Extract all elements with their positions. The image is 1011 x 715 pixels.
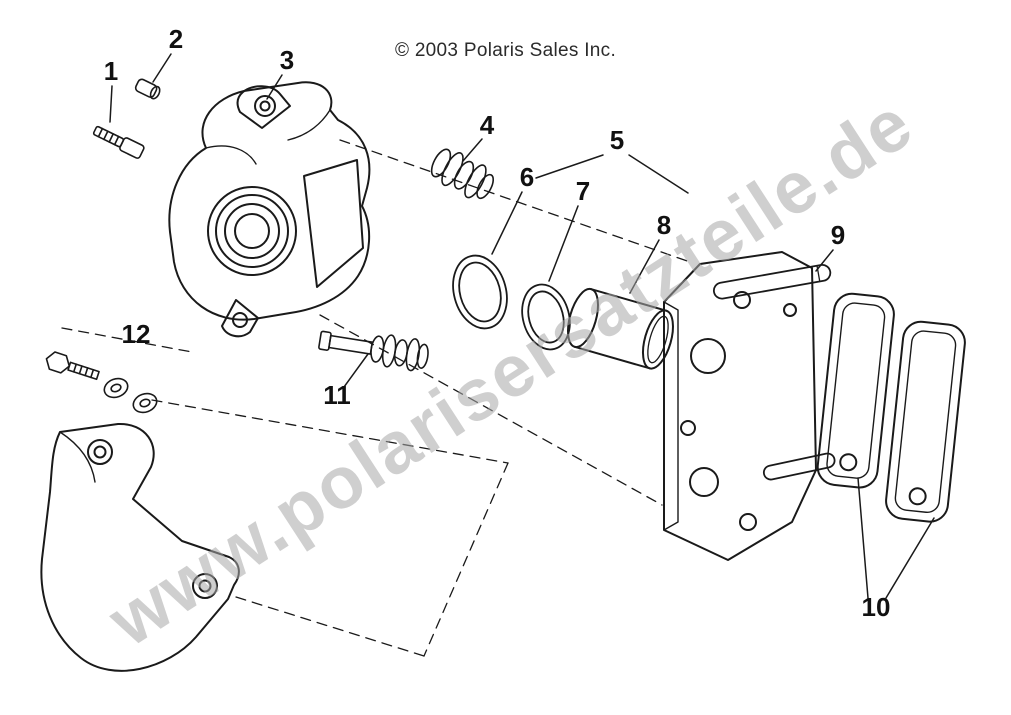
o-ring-icon bbox=[452, 254, 508, 330]
callout-12: 12 bbox=[122, 319, 151, 349]
washer-icon bbox=[103, 377, 129, 399]
piston-seal-icon bbox=[521, 283, 571, 351]
leader-lines bbox=[109, 53, 935, 599]
callout-11: 11 bbox=[323, 380, 351, 410]
callout-6: 6 bbox=[520, 162, 534, 192]
bracket-bolt-icon bbox=[45, 351, 100, 381]
brake-pad-outer-icon bbox=[885, 320, 966, 523]
mounting-pin-upper-icon bbox=[712, 263, 832, 300]
copyright-notice: © 2003 Polaris Sales Inc. bbox=[394, 40, 617, 61]
callout-2: 2 bbox=[169, 24, 183, 54]
callout-9: 9 bbox=[831, 220, 845, 250]
callout-7: 7 bbox=[576, 176, 590, 206]
guide-pin-boot-icon bbox=[318, 330, 429, 372]
mounting-bracket-icon bbox=[663, 251, 817, 561]
callout-3: 3 bbox=[280, 45, 294, 75]
mounting-pin-lower-icon bbox=[762, 452, 836, 481]
callout-10: 10 bbox=[862, 592, 891, 622]
callout-labels: 1 2 3 4 5 6 7 8 9 10 11 12 bbox=[104, 24, 891, 622]
pin-bolt-icon bbox=[92, 125, 145, 159]
callout-4: 4 bbox=[480, 110, 495, 140]
piston-icon bbox=[567, 287, 674, 370]
callout-1: 1 bbox=[104, 56, 118, 86]
callout-5: 5 bbox=[610, 125, 624, 155]
dashed-alignment-lines bbox=[61, 139, 691, 657]
washer-icon bbox=[132, 392, 158, 414]
brake-caliper-body-icon bbox=[168, 81, 371, 338]
dust-boot-seal-icon bbox=[430, 148, 495, 200]
cap-icon bbox=[134, 78, 161, 100]
brake-pad-inner-icon bbox=[816, 292, 895, 489]
callout-8: 8 bbox=[657, 210, 671, 240]
caliper-support-bracket-icon bbox=[40, 422, 240, 672]
